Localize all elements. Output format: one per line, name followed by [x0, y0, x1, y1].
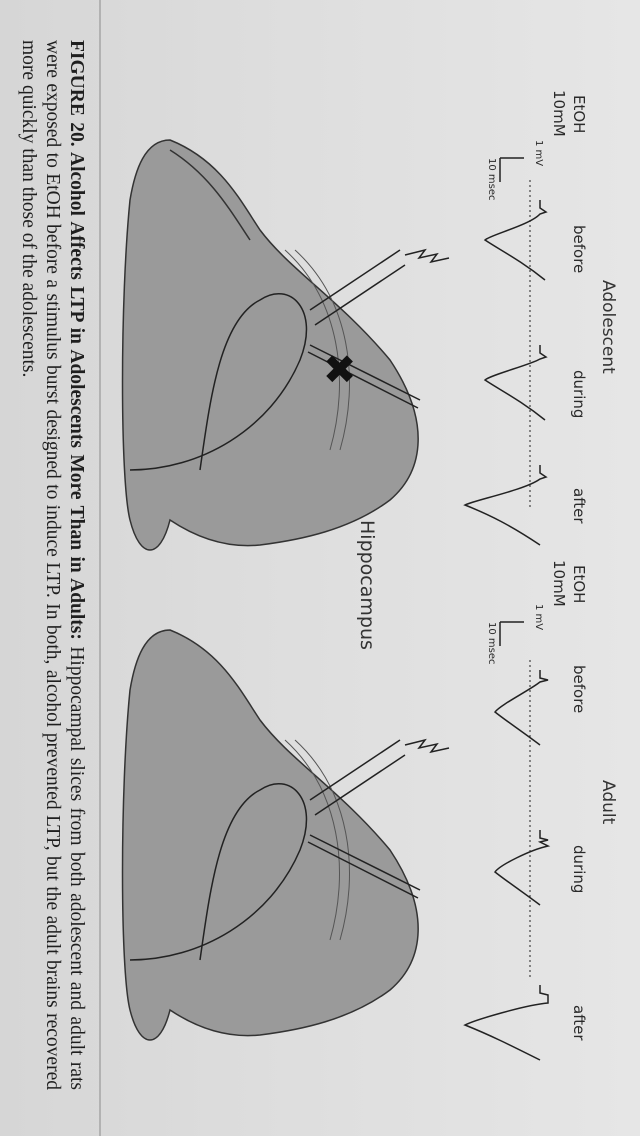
blocked-x-icon: ✖: [315, 352, 361, 386]
scale-ms-adolescent: 10 msec: [486, 158, 497, 201]
field-potential-traces: [463, 157, 551, 1061]
scale-bar-adult: [499, 621, 524, 646]
scale-mv-adolescent: 1 mV: [533, 140, 544, 167]
group-label-adolescent: Adolescent: [598, 280, 618, 374]
electrodes-adolescent: [307, 248, 450, 409]
trace-adult-after: [463, 985, 549, 1061]
trace-adolescent-before: [483, 200, 548, 281]
group-label-adult: Adult: [598, 780, 618, 825]
trace-adult-before: [493, 670, 549, 746]
drug-label-adolescent: EtOH: [570, 95, 588, 134]
scale-mv-adult: 1 mV: [533, 604, 544, 631]
electrodes-adult: [307, 738, 450, 899]
hippocampus-slice-adult: [121, 629, 419, 1041]
phase-after-adult: after: [570, 1005, 588, 1041]
figure-caption: FIGURE 20. Alcohol Affects LTP in Adoles…: [16, 40, 88, 1090]
drug-conc-adolescent: 10mM: [550, 90, 568, 137]
phase-before-adolescent: before: [570, 225, 588, 274]
trace-adolescent-during: [483, 345, 548, 421]
trace-adolescent-after: [463, 465, 548, 546]
phase-during-adult: during: [570, 845, 588, 894]
phase-before-adult: before: [570, 665, 588, 714]
drug-conc-adult: 10mM: [550, 560, 568, 607]
scale-bar-adolescent: [499, 157, 524, 182]
hippocampus-slice-adolescent: [121, 139, 419, 551]
caption-label: FIGURE 20. Alcohol Affects LTP in Adoles…: [66, 40, 87, 640]
scale-ms-adult: 10 msec: [486, 622, 497, 665]
region-label: Hippocampus: [356, 520, 378, 650]
phase-after-adolescent: after: [570, 488, 588, 524]
phase-during-adolescent: during: [570, 370, 588, 419]
drug-label-adult: EtOH: [570, 565, 588, 604]
trace-adult-during: [493, 830, 551, 906]
